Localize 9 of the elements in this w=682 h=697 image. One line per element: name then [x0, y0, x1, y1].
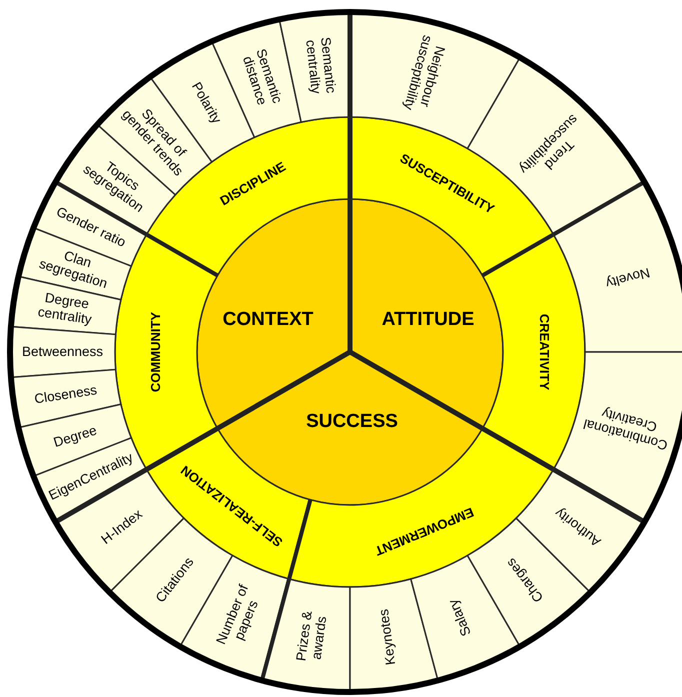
sector-label: CONTEXT	[222, 310, 314, 330]
segment-label: Salary	[446, 597, 474, 638]
segment-label: Keynotes	[376, 608, 399, 666]
segment-label: Novelty	[604, 264, 652, 291]
category-label: COMMUNITY	[148, 312, 164, 392]
sector-label: ATTITUDE	[382, 310, 474, 330]
segment-label: Degree	[52, 423, 99, 450]
category-label: CREATIVITY	[536, 314, 552, 390]
sector-label: SUCCESS	[306, 412, 398, 432]
